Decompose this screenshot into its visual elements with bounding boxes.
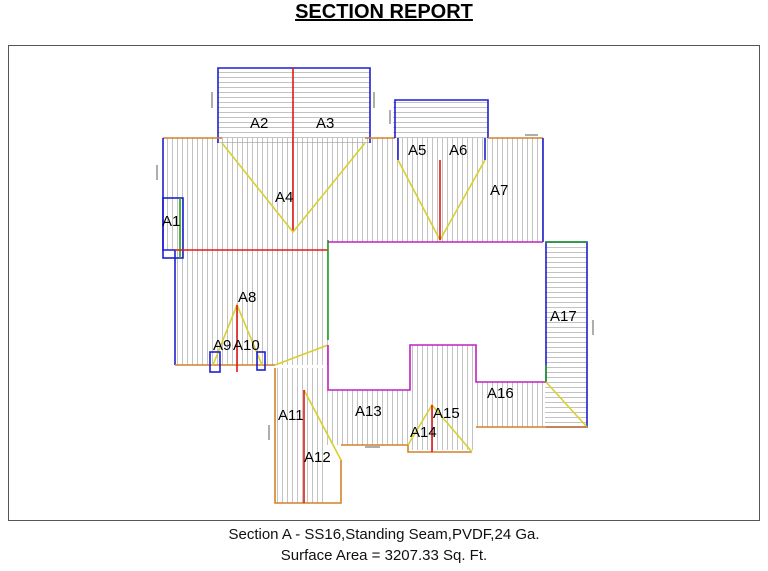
surface-area-total: Surface Area = 3207.33 Sq. Ft.: [280, 547, 488, 564]
area-label-a4: A4: [275, 189, 293, 206]
area-label-a11: A11: [278, 407, 304, 424]
area-label-a3: A3: [316, 115, 334, 132]
roof-outline: [162, 67, 588, 504]
area-label-a9: A9: [213, 337, 231, 354]
report-title: SECTION REPORT: [295, 1, 473, 23]
area-labels: A1 A2 A3 A4 A5 A6 A7 A8 A9 A10 A11 A12 A…: [162, 115, 577, 466]
area-label-a1: A1: [162, 213, 180, 230]
area-label-a16: A16: [487, 385, 514, 402]
area-label-a14: A14: [410, 424, 437, 441]
area-label-a17: A17: [550, 308, 577, 325]
area-label-a6: A6: [449, 142, 467, 159]
area-label-a8: A8: [238, 289, 256, 306]
area-label-a15: A15: [433, 405, 460, 422]
panel-layout: [163, 68, 587, 503]
drawing-frame: [8, 45, 760, 521]
section-description: Section A - SS16,Standing Seam,PVDF,24 G…: [228, 526, 540, 543]
area-label-a7: A7: [490, 182, 508, 199]
area-label-a10: A10: [233, 337, 260, 354]
area-label-a2: A2: [250, 115, 268, 132]
area-label-a5: A5: [408, 142, 426, 159]
area-label-a13: A13: [355, 403, 382, 420]
measurement-marks: [156, 92, 594, 448]
area-label-a12: A12: [304, 449, 331, 466]
